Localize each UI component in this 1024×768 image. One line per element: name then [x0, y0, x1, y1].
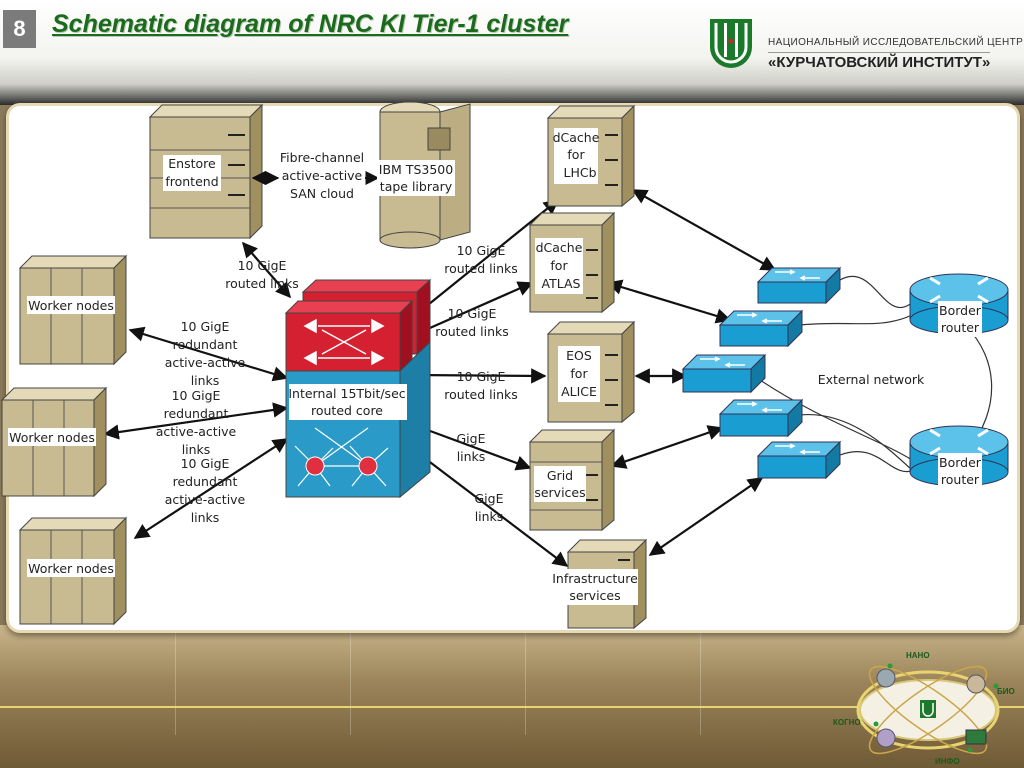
eos-label-2: for [570, 366, 588, 381]
link-w3-3: active-active [165, 492, 246, 507]
switch-4 [718, 398, 804, 438]
atlas-label-1: dCache [536, 240, 583, 255]
kurchatov-logo-icon [710, 19, 752, 68]
grid-services-server: Grid services [528, 428, 616, 532]
emblem-info: ИНФО [935, 757, 960, 766]
worker2-label: Worker nodes [9, 430, 95, 445]
footer-band [0, 706, 1024, 708]
switch-1 [756, 266, 842, 305]
switch-5 [756, 440, 842, 480]
link-lhcb-1: 10 GigE [457, 243, 506, 258]
enstore-label-2: frontend [165, 174, 218, 189]
worker1-label: Worker nodes [28, 298, 114, 313]
border1-label-2: router [941, 320, 980, 335]
switch-3 [681, 353, 767, 394]
link-w2-4: links [182, 442, 211, 457]
link-atlas-2: routed links [435, 324, 509, 339]
link-w3-4: links [191, 510, 220, 525]
fibre-label-3: SAN cloud [290, 186, 354, 201]
link-alice-1: 10 GigE [457, 369, 506, 384]
link-grid-2: links [457, 449, 486, 464]
core-label-1: Internal 15Tbit/sec [288, 386, 405, 401]
infra-label-2: services [569, 588, 620, 603]
dcache-lhcb-server: dCache for LHCb [546, 104, 636, 208]
org-name-line2: «КУРЧАТОВСКИЙ ИНСТИТУТ» [768, 52, 991, 71]
emblem-kogno: КОГНО [833, 718, 861, 727]
lhcb-label-1: dCache [553, 130, 600, 145]
link-w2-2: redundant [164, 406, 229, 421]
enstore-server: Enstore frontend [148, 103, 264, 240]
connection-arrows [103, 189, 777, 567]
switch-2 [718, 309, 804, 348]
link-lhcb-2: routed links [444, 261, 518, 276]
border1-label-1: Border [939, 303, 982, 318]
fibre-label-2: active-active [282, 168, 363, 183]
link-w3-1: 10 GigE [181, 456, 230, 471]
border2-label-1: Border [939, 455, 982, 470]
link-w2-1: 10 GigE [172, 388, 221, 403]
link-alice-2: routed links [444, 387, 518, 402]
nbic-emblem-icon: НАНО БИО КОГНО ИНФО [833, 651, 1015, 766]
worker-nodes-3: Worker nodes [18, 516, 128, 626]
link-w1-4: links [191, 373, 220, 388]
footer-background [0, 625, 1024, 768]
footer-divider [700, 625, 701, 735]
dcache-atlas-server: dCache for ATLAS [528, 211, 616, 314]
link-w1-2: redundant [173, 337, 238, 352]
external-network-label: External network [818, 372, 925, 387]
footer-divider [525, 625, 526, 735]
worker-nodes-1: Worker nodes [18, 254, 128, 366]
link-enstore-2: routed links [225, 276, 299, 291]
border2-label-2: router [941, 472, 980, 487]
worker-nodes-2: Worker nodes [0, 386, 108, 498]
atlas-label-3: ATLAS [542, 276, 581, 291]
link-infra-1: GigE [475, 491, 504, 506]
emblem-bio: БИО [997, 687, 1015, 696]
infrastructure-server: Infrastructure services [552, 538, 648, 630]
link-labels: 10 GigE routed links 10 GigE routed link… [156, 243, 518, 525]
eos-label-1: EOS [566, 348, 592, 363]
eos-alice-server: EOS for ALICE [546, 320, 636, 424]
lhcb-label-2: for [567, 147, 585, 162]
slide-title: Schematic diagram of NRC KI Tier-1 clust… [52, 10, 569, 38]
grid-label-1: Grid [547, 468, 573, 483]
enstore-label-1: Enstore [168, 156, 216, 171]
link-w1-1: 10 GigE [181, 319, 230, 334]
tape-library: IBM TS3500 tape library [377, 101, 471, 249]
link-enstore-1: 10 GigE [238, 258, 287, 273]
link-infra-2: links [475, 509, 504, 524]
network-switches [681, 266, 842, 480]
footer-divider [350, 625, 351, 735]
grid-label-2: services [534, 485, 585, 500]
link-w2-3: active-active [156, 424, 237, 439]
link-atlas-1: 10 GigE [448, 306, 497, 321]
footer-divider [175, 625, 176, 735]
link-w1-3: active-active [165, 355, 246, 370]
link-grid-1: GigE [457, 431, 486, 446]
org-name-line1: НАЦИОНАЛЬНЫЙ ИССЛЕДОВАТЕЛЬСКИЙ ЦЕНТР [768, 37, 1024, 48]
eos-label-3: ALICE [561, 384, 597, 399]
lhcb-label-3: LHCb [563, 165, 596, 180]
infra-label-1: Infrastructure [552, 571, 638, 586]
border-router-2: Border router [909, 425, 1009, 489]
tape-label-1: IBM TS3500 [379, 162, 453, 177]
cluster-diagram: Enstore frontend Fibre-channel active-ac… [0, 101, 1009, 630]
tape-label-2: tape library [380, 179, 453, 194]
core-label-2: routed core [311, 403, 383, 418]
worker3-label: Worker nodes [28, 561, 114, 576]
fibre-label-1: Fibre-channel [280, 150, 364, 165]
link-w3-2: redundant [173, 474, 238, 489]
border-router-1: Border router [909, 273, 1009, 337]
core-router: Internal 15Tbit/sec routed core [284, 278, 432, 499]
atlas-label-2: for [550, 258, 568, 273]
emblem-nano: НАНО [906, 651, 930, 660]
slide-number: 8 [3, 10, 36, 48]
